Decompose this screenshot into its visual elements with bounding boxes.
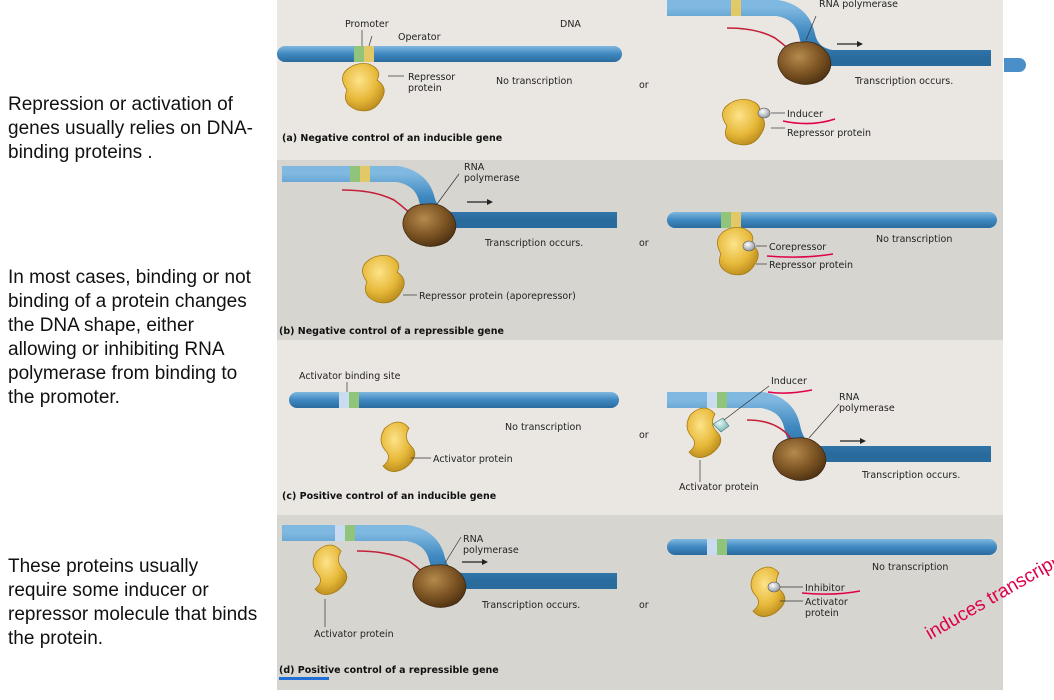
corepressor-molecule	[742, 240, 756, 252]
repressor-protein-shape	[717, 227, 759, 276]
panel-b-caption: (b) Negative control of a repressible ge…	[279, 326, 504, 337]
promoter-site	[717, 392, 727, 408]
repressor-protein-label: Repressor protein	[787, 128, 871, 139]
transcription-occurs-label: Transcription occurs.	[484, 238, 583, 249]
promoter-site	[717, 539, 727, 555]
or-label: or	[639, 600, 649, 611]
or-label: or	[639, 80, 649, 91]
dna-strand-continuation	[1004, 58, 1026, 72]
rna-polymerase-shape	[402, 203, 457, 247]
panel-c-positive-inducible: Activator binding site Activator protein…	[282, 371, 991, 502]
promoter-site	[345, 525, 355, 541]
intro-paragraph: Repression or activation of genes usuall…	[8, 94, 254, 163]
no-transcription-label: No transcription	[872, 562, 948, 573]
activator-binding-site	[335, 525, 345, 541]
promoter-site	[721, 212, 731, 228]
inhibitor-underline	[801, 590, 861, 595]
inducer-label: Inducer	[771, 376, 807, 387]
promoter-site	[349, 392, 359, 408]
inducer-underline	[782, 118, 836, 125]
transcription-occurs-label: Transcription occurs.	[854, 76, 953, 87]
transcription-occurs-label: Transcription occurs.	[861, 470, 960, 481]
operator-site	[731, 212, 741, 228]
dna-strand	[667, 212, 997, 228]
activator-protein-shape	[312, 544, 348, 595]
or-label: or	[639, 430, 649, 441]
or-label: or	[639, 238, 649, 249]
dna-strand	[667, 539, 997, 555]
dna-shape-paragraph: In most cases, binding or not binding of…	[8, 267, 251, 408]
promoter-label: Promoter	[345, 19, 389, 30]
no-transcription-label: No transcription	[505, 422, 581, 433]
operator-site	[364, 46, 374, 62]
rna-polymerase-shape	[772, 437, 827, 481]
panel-c-caption: (c) Positive control of an inducible gen…	[282, 491, 496, 502]
promoter-site	[354, 46, 364, 62]
promoter-site	[350, 166, 360, 182]
dna-strand	[289, 392, 619, 408]
no-transcription-label: No transcription	[496, 76, 572, 87]
panel-a-caption: (a) Negative control of an inducible gen…	[282, 133, 502, 144]
repressor-protein-label: Repressor protein	[769, 260, 853, 271]
activator-protein-shape	[750, 566, 786, 617]
corepressor-label: Corepressor	[769, 242, 826, 253]
inhibitor-label: Inhibitor	[805, 583, 845, 594]
panel-d-caption: (d) Positive control of a repressible ge…	[279, 665, 499, 676]
operator-site	[360, 166, 370, 182]
repressor-protein-shape	[342, 63, 385, 112]
rna-polymerase-label: RNA polymerase	[819, 0, 898, 10]
rna-polymerase-shape	[412, 564, 467, 608]
no-transcription-label: No transcription	[876, 234, 952, 245]
operator-label: Operator	[398, 32, 441, 43]
activator-binding-site	[707, 539, 717, 555]
activator-protein-label: Activator protein	[433, 454, 513, 465]
activator-binding-site-label: Activator binding site	[299, 371, 401, 382]
inducer-label: Inducer	[787, 109, 823, 120]
inducer-underline	[767, 389, 813, 394]
scroll-indicator	[279, 677, 329, 680]
handwritten-note-text: induces transcription	[922, 560, 1054, 644]
handwritten-note: induces transcription	[922, 560, 1054, 644]
activator-protein-label: Activator protein	[314, 629, 394, 640]
aporepressor-label: Repressor protein (aporepressor)	[419, 291, 576, 302]
activator-protein-shape	[380, 421, 416, 472]
transcription-occurs-label: Transcription occurs.	[481, 600, 580, 611]
rna-polymerase-shape	[777, 41, 832, 85]
repressor-protein-shape	[722, 99, 765, 146]
inhibitor-molecule	[767, 581, 781, 593]
activator-binding-site	[339, 392, 349, 408]
dna-label: DNA	[560, 19, 581, 30]
activator-protein-label: Activator protein	[679, 482, 759, 493]
repressor-protein-shape	[362, 255, 405, 304]
corepressor-underline	[766, 253, 834, 258]
dna-strand-bent	[667, 0, 991, 66]
activator-binding-site	[707, 392, 717, 408]
inducer-molecule	[712, 417, 730, 433]
dna-strand	[277, 46, 622, 62]
activator-protein-shape	[686, 407, 722, 458]
inducer-paragraph: These proteins usually require some indu…	[8, 556, 258, 649]
operator-site	[731, 0, 741, 16]
inducer-molecule	[757, 107, 771, 119]
